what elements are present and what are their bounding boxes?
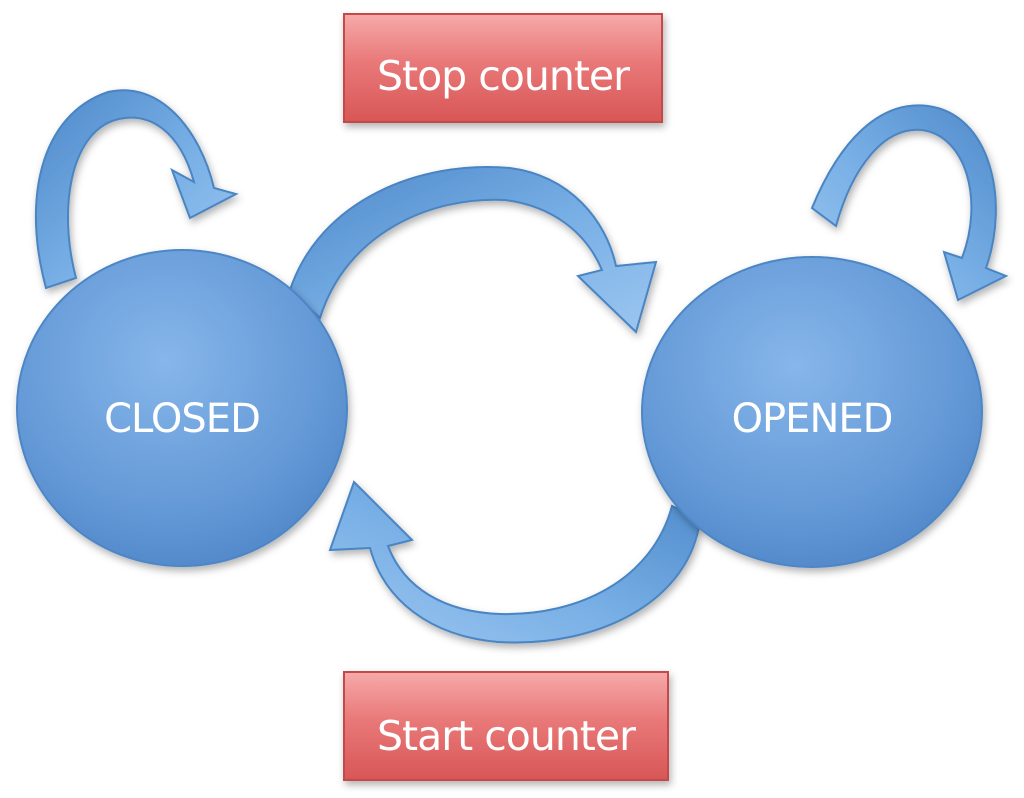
opened-to-closed-arrow (328, 480, 702, 644)
stop-counter-label: Stop counter (377, 52, 630, 100)
opened-self-loop-arrow (810, 104, 1009, 302)
start-counter-label: Start counter (377, 712, 636, 760)
state-closed-label: CLOSED (104, 396, 260, 442)
curved-arrow-icon (288, 166, 658, 334)
stop-counter-rect (343, 13, 663, 123)
closed-to-opened-arrow (288, 166, 658, 334)
start-counter-rect (343, 671, 669, 781)
state-opened-circle (641, 256, 983, 568)
state-closed-circle (16, 249, 348, 567)
curved-arrow-icon (35, 89, 239, 290)
state-opened-label: OPENED (732, 396, 893, 442)
curved-arrow-icon (328, 480, 702, 644)
start-counter-box: Start counter (343, 671, 669, 781)
closed-self-loop-arrow (35, 89, 239, 290)
curved-arrow-icon (810, 104, 1009, 302)
stop-counter-box: Stop counter (343, 13, 663, 123)
state-opened: OPENED (641, 256, 983, 568)
state-closed: CLOSED (16, 249, 348, 567)
